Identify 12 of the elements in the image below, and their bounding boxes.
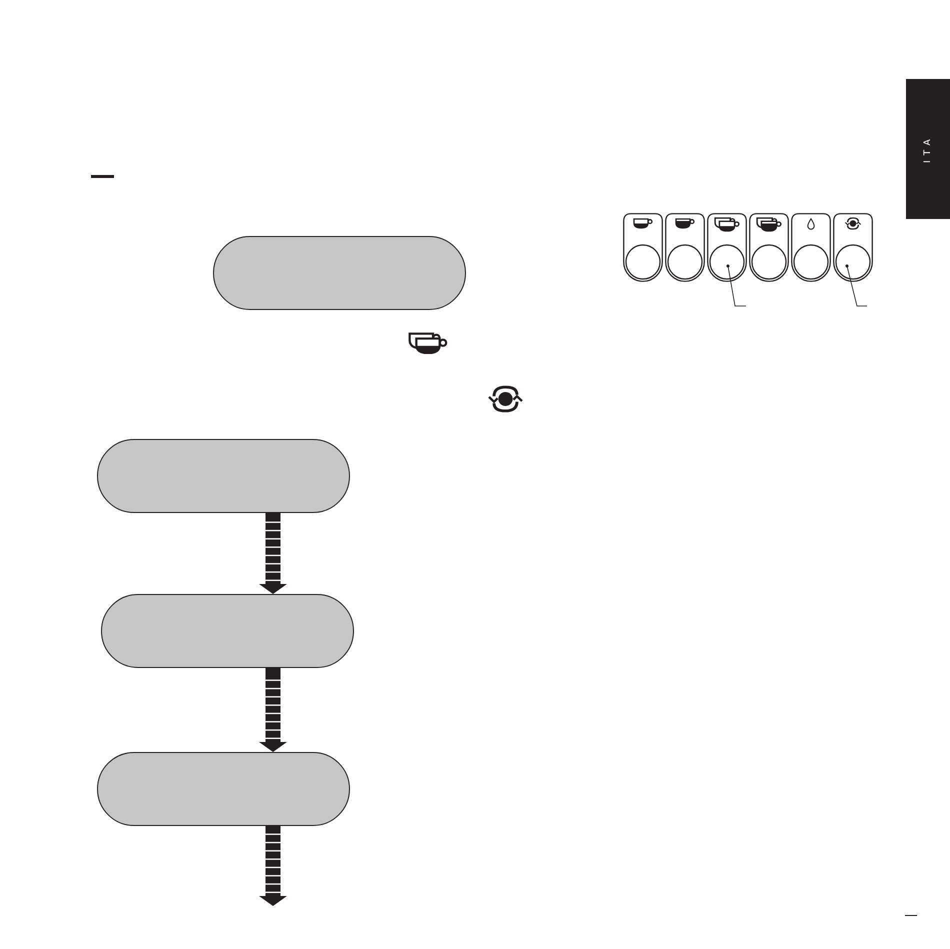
- panel-button: [623, 213, 663, 283]
- panel-button: [833, 213, 873, 283]
- arrow: [259, 826, 287, 906]
- panel-button: [791, 213, 831, 283]
- arrow: [259, 668, 287, 752]
- panel-button: [749, 213, 789, 283]
- panel-button: [665, 213, 705, 283]
- leader-line: [726, 264, 746, 306]
- leader-line: [846, 264, 868, 306]
- arrow: [259, 513, 287, 594]
- panel-button: [707, 213, 747, 283]
- language-tab: ITA: [906, 79, 950, 219]
